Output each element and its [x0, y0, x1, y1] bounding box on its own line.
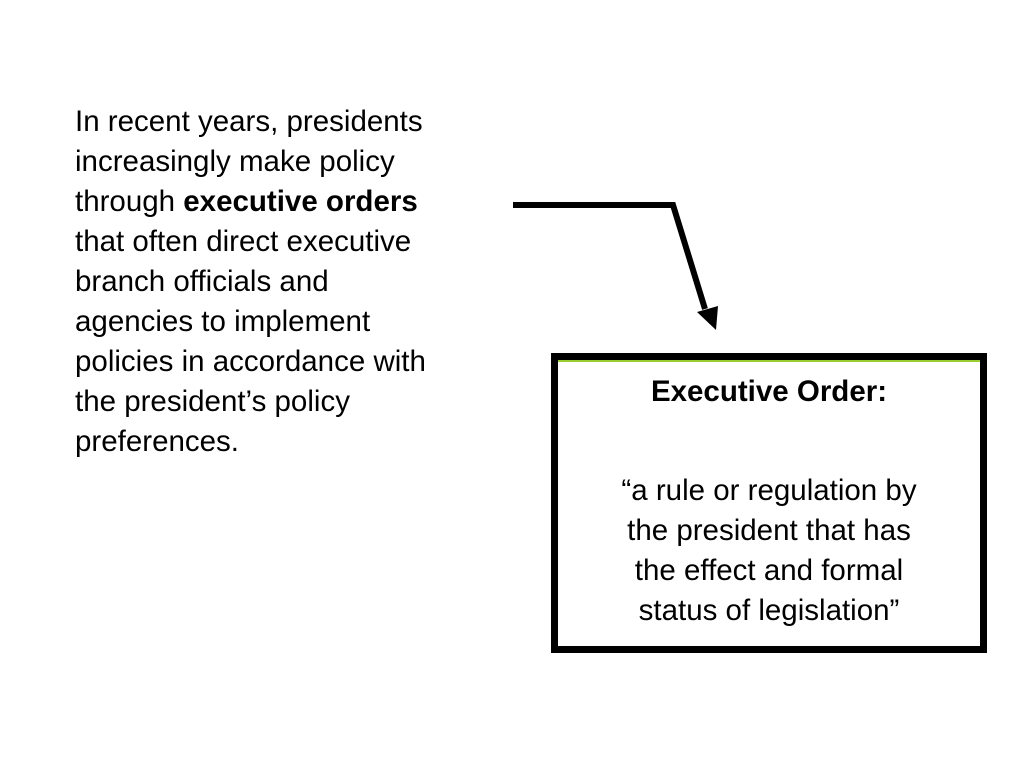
definition-quote-line: the effect and formal: [634, 554, 904, 587]
paragraph-line: that often direct executive: [75, 225, 412, 258]
connector-arrow-line: [513, 202, 708, 310]
paragraph-line: branch officials and: [75, 265, 329, 298]
paragraph-line: In recent years, presidents: [75, 105, 423, 138]
definition-box-accent: [558, 360, 980, 362]
body-paragraph: In recent years, presidents increasingly…: [75, 102, 525, 462]
paragraph-line: increasingly make policy: [75, 145, 395, 178]
paragraph-line: policies in accordance with: [75, 345, 426, 378]
bold-term-executive-orders: executive orders: [183, 185, 418, 218]
definition-title: Executive Order:: [650, 375, 888, 408]
definition-quote: “a rule or regulation by the president t…: [568, 471, 970, 631]
paragraph-line: agencies to implement: [75, 305, 371, 338]
definition-box: Executive Order: “a rule or regulation b…: [551, 353, 987, 653]
definition-quote-line: “a rule or regulation by: [621, 474, 917, 507]
paragraph-line: through executive orders: [75, 182, 525, 222]
definition-quote-line: status of legislation”: [638, 594, 900, 627]
definition-quote-line: the president that has: [627, 514, 911, 547]
paragraph-line-lead: through: [75, 185, 184, 218]
paragraph-line: preferences.: [75, 425, 239, 458]
connector-arrowhead: [697, 306, 718, 330]
paragraph-line: the president’s policy: [75, 385, 350, 418]
